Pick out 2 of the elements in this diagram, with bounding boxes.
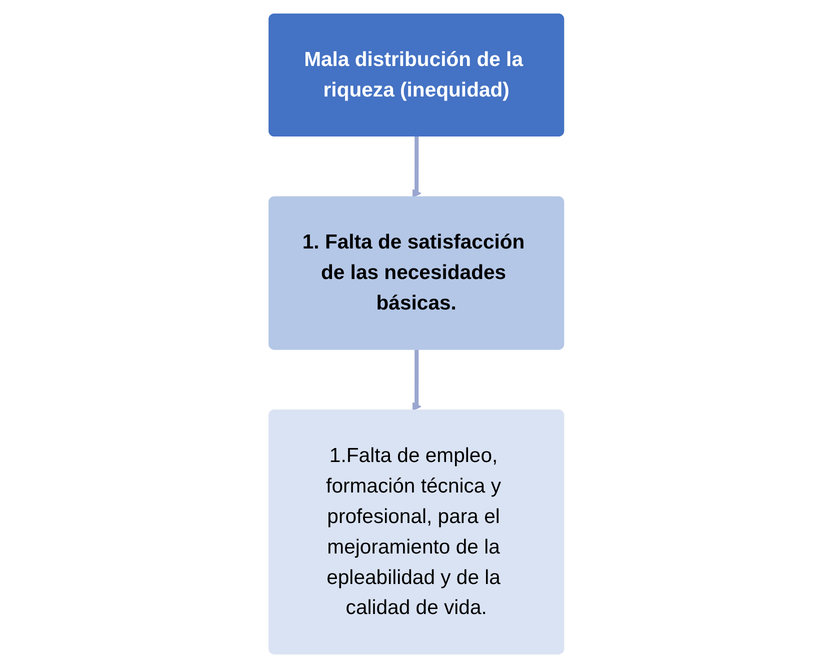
arrow xyxy=(412,134,421,198)
arrow xyxy=(412,348,421,412)
